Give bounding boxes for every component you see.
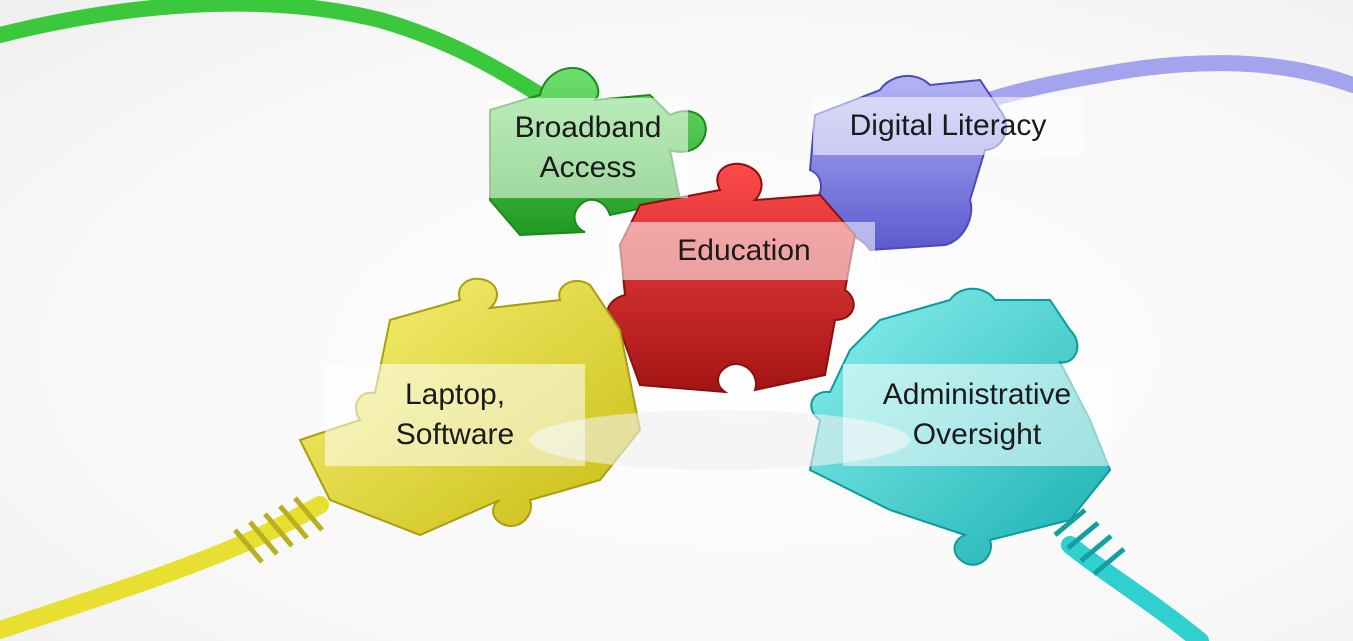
laptop-line-2: Software: [395, 418, 515, 451]
yellow-connector-ridges: [233, 496, 324, 564]
broadband-access-label: Broadband Access: [488, 98, 688, 198]
administrative-line-2: Oversight: [912, 418, 1042, 451]
administrative-oversight-label: Administrative Oversight: [843, 364, 1111, 466]
floor-reflection: [530, 410, 910, 470]
yellow-cable: [0, 496, 329, 639]
cyan-connector-ridges: [1053, 508, 1126, 576]
digital-literacy-label: Digital Literacy: [813, 97, 1083, 155]
laptop-line-1: Laptop,: [404, 378, 506, 411]
broadband-line-2: Access: [539, 151, 637, 184]
education-label: Education: [613, 222, 875, 280]
laptop-software-label: Laptop, Software: [325, 364, 585, 466]
administrative-line-1: Administrative: [882, 378, 1072, 411]
digital-literacy-line-1: Digital Literacy: [849, 109, 1047, 142]
cyan-cable: [1061, 536, 1209, 641]
purple-cable: [952, 55, 1353, 118]
education-line-1: Education: [677, 234, 811, 267]
broadband-line-1: Broadband: [514, 111, 662, 144]
green-cable: [0, 0, 548, 103]
